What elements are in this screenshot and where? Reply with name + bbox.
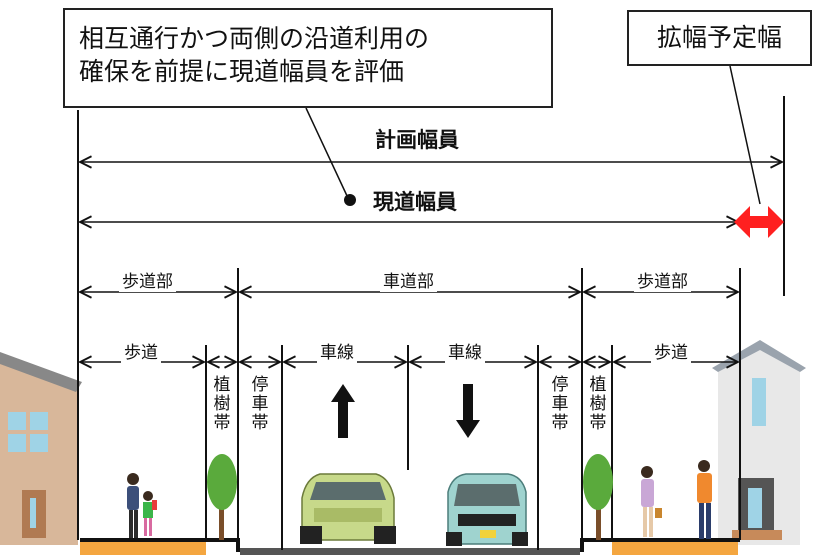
arrow-up-icon: [331, 384, 355, 438]
lane-up-label: 車線: [317, 338, 357, 363]
stopping-lane-left-label: 停車帯: [250, 375, 270, 433]
callout-widening-width: 拡幅予定幅: [627, 10, 812, 66]
roadway-section-label: 車道部: [380, 267, 437, 292]
pedestrian-man-icon: [697, 460, 712, 539]
right-house-icon: [712, 340, 806, 545]
callout-leader-main: [305, 107, 349, 199]
boundary-lines: [77, 96, 785, 550]
dimension-lines: [80, 162, 782, 362]
road-surface: [80, 538, 740, 555]
sidewalk-section-right-label: 歩道部: [634, 267, 691, 292]
current-width-label: 現道幅員: [370, 186, 460, 216]
roadway-surface: [240, 548, 580, 555]
callout-leader-widening: [729, 65, 761, 205]
pedestrian-mother-child-icon: [127, 473, 157, 538]
tree-left-icon: [207, 454, 237, 540]
callout-evaluation-note: 相互通行かつ両側の沿道利用の 確保を前提に現道幅員を評価: [63, 8, 553, 108]
left-house-icon: [0, 352, 82, 545]
sidewalk-left-label: 歩道: [121, 338, 161, 363]
planting-strip-left-label: 植樹帯: [212, 375, 232, 433]
sidewalk-section-left-label: 歩道部: [119, 267, 176, 292]
stopping-lane-right-label: 停車帯: [550, 375, 570, 433]
callout-line-2: 確保を前提に現道幅員を評価: [79, 57, 405, 86]
sidewalk-right-label: 歩道: [651, 338, 691, 363]
sidewalk-left-surface: [80, 542, 206, 555]
red-double-arrow-icon: [734, 206, 784, 238]
car-teal-icon: [446, 473, 528, 546]
callout-widening-label: 拡幅予定幅: [656, 23, 782, 52]
pedestrian-woman-icon: [641, 466, 662, 537]
arrow-down-icon: [456, 384, 480, 438]
leader-dot: [344, 194, 356, 206]
sidewalk-right-surface: [612, 542, 738, 555]
car-green-icon: [300, 473, 396, 544]
tree-right-icon: [583, 454, 613, 540]
planting-strip-right-label: 植樹帯: [588, 375, 608, 433]
planned-width-label: 計画幅員: [372, 124, 462, 154]
lane-down-label: 車線: [445, 338, 485, 363]
callout-line-1: 相互通行かつ両側の沿道利用の: [79, 24, 430, 53]
